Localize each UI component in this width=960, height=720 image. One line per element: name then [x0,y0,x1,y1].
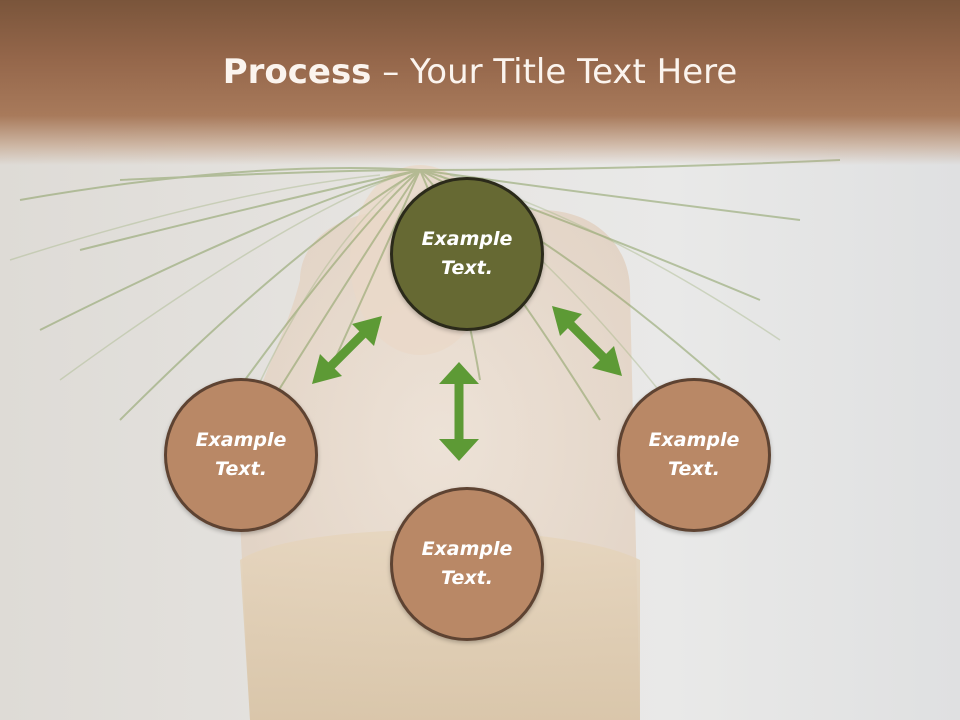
node-top[interactable]: Example Text. [390,177,544,331]
node-left[interactable]: Example Text. [164,378,318,532]
title-bold: Process [222,52,372,92]
node-bottom[interactable]: Example Text. [390,487,544,641]
node-left-label: Example Text. [195,429,287,480]
title-bar [0,0,960,165]
node-top-label: Example Text. [421,228,513,279]
node-right-label: Example Text. [648,429,740,480]
double-arrow-right [552,306,622,376]
double-arrow-center [439,362,479,461]
title-rest: – Your Title Text Here [371,52,738,92]
page-title: Process – Your Title Text Here [0,52,960,92]
double-arrow-left [312,316,382,384]
node-bottom-label: Example Text. [421,538,513,589]
node-right[interactable]: Example Text. [617,378,771,532]
